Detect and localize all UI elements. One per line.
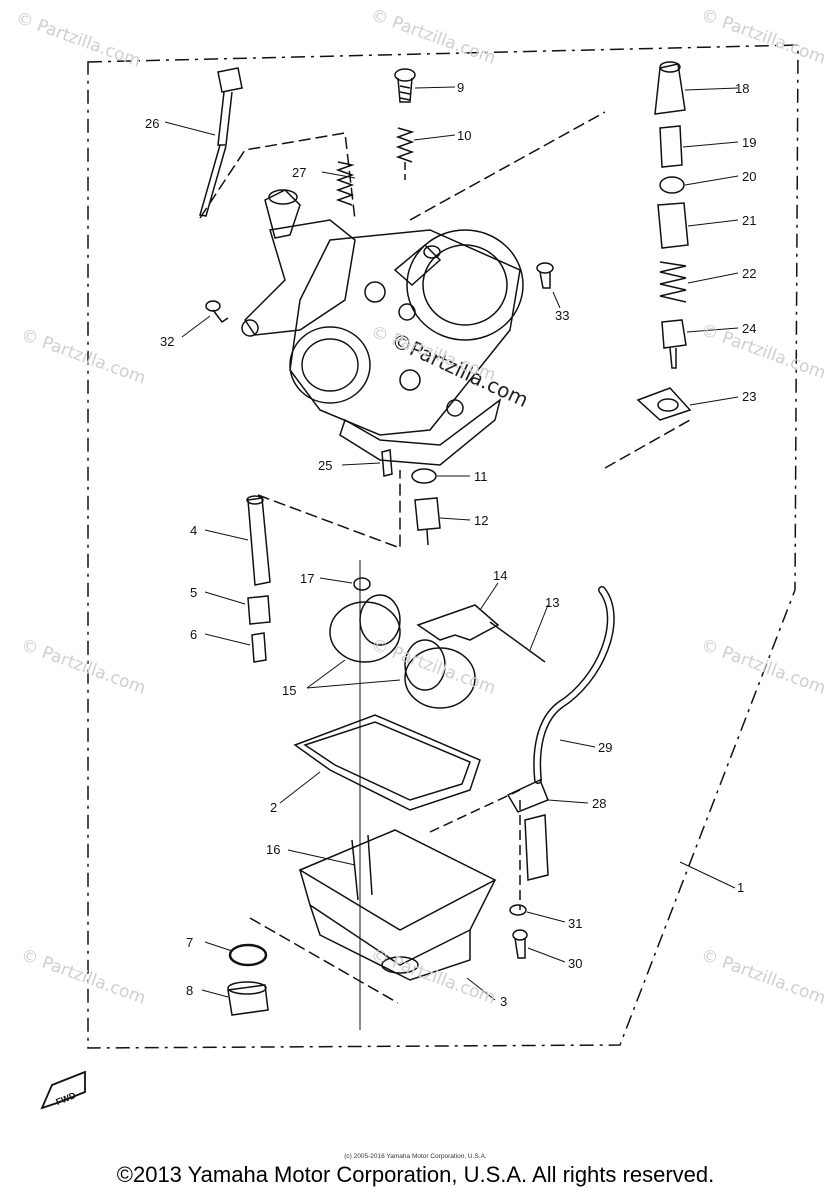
part-20-locknut bbox=[659, 176, 685, 194]
part-12-needle-valve bbox=[414, 497, 441, 546]
part-27-spring bbox=[335, 161, 355, 206]
part-21-body bbox=[657, 202, 689, 249]
part-label-14: 14 bbox=[493, 568, 507, 583]
part-label-28: 28 bbox=[592, 796, 606, 811]
assembly-boundary bbox=[87, 44, 799, 1049]
part-7-oring bbox=[228, 943, 268, 967]
part-17-cap bbox=[353, 577, 371, 591]
guide-line bbox=[429, 789, 521, 833]
part-8-plug bbox=[227, 981, 269, 1016]
part-label-6: 6 bbox=[190, 627, 197, 642]
part-19-nut bbox=[659, 125, 683, 168]
part-label-23: 23 bbox=[742, 389, 756, 404]
part-22-spring bbox=[659, 261, 687, 303]
part-label-7: 7 bbox=[186, 935, 193, 950]
guide-line bbox=[249, 917, 399, 1004]
part-label-22: 22 bbox=[742, 266, 756, 281]
part-label-20: 20 bbox=[742, 169, 756, 184]
part-labels: 18 19 20 21 22 24 23 9 10 26 27 33 32 25… bbox=[54, 80, 756, 1107]
part-label-5: 5 bbox=[190, 585, 197, 600]
part-label-25: 25 bbox=[318, 458, 332, 473]
part-label-17: 17 bbox=[300, 571, 314, 586]
part-label-11: 11 bbox=[474, 469, 488, 484]
part-9-screw bbox=[394, 68, 416, 103]
fwd-arrow-icon bbox=[40, 1070, 86, 1110]
part-label-12: 12 bbox=[474, 513, 488, 528]
part-label-27: 27 bbox=[292, 165, 306, 180]
part-14-arm bbox=[416, 604, 500, 641]
leader-lines bbox=[164, 86, 739, 1001]
part-26-adjuster bbox=[199, 67, 243, 217]
part-13-pin bbox=[489, 621, 546, 663]
part-label-16: 16 bbox=[266, 842, 280, 857]
part-label-33: 33 bbox=[555, 308, 569, 323]
part-33-screw bbox=[536, 262, 554, 289]
part-25-jet bbox=[381, 449, 393, 477]
part-label-4: 4 bbox=[190, 523, 197, 538]
part-23-gasket bbox=[636, 387, 692, 421]
part-18-cap bbox=[654, 61, 686, 115]
part-label-21: 21 bbox=[742, 213, 756, 228]
part-5-jet bbox=[247, 595, 271, 625]
carburetor-exploded-view: 18 19 20 21 22 24 23 9 10 26 27 33 32 25… bbox=[40, 44, 799, 1110]
part-label-30: 30 bbox=[568, 956, 582, 971]
part-28-bracket bbox=[506, 778, 549, 813]
fwd-label: FWD bbox=[54, 1090, 77, 1107]
drain-tube bbox=[524, 814, 549, 881]
carburetor-body bbox=[241, 189, 524, 466]
part-label-32: 32 bbox=[160, 334, 174, 349]
part-label-2: 2 bbox=[270, 800, 277, 815]
part-15-floats bbox=[329, 594, 476, 709]
part-6-jet bbox=[251, 632, 267, 663]
part-label-1: 1 bbox=[737, 880, 744, 895]
part-label-13: 13 bbox=[545, 595, 559, 610]
part-2-gasket bbox=[293, 714, 481, 811]
part-11-oring bbox=[411, 468, 437, 484]
part-24-plunger bbox=[661, 319, 687, 369]
part-label-10: 10 bbox=[457, 128, 471, 143]
part-32-screw bbox=[205, 300, 229, 324]
small-copyright: (c) 2005-2016 Yamaha Motor Corporation, … bbox=[344, 1153, 487, 1160]
part-label-8: 8 bbox=[186, 983, 193, 998]
guide-line bbox=[409, 111, 606, 221]
part-label-19: 19 bbox=[742, 135, 756, 150]
guide-line bbox=[604, 419, 691, 469]
part-label-24: 24 bbox=[742, 321, 756, 336]
part-label-18: 18 bbox=[735, 81, 749, 96]
part-10-spring bbox=[395, 127, 415, 163]
guide-line bbox=[199, 132, 356, 221]
part-3-bowl bbox=[298, 829, 497, 981]
part-30-screw bbox=[512, 929, 528, 959]
part-label-31: 31 bbox=[568, 916, 582, 931]
part-label-29: 29 bbox=[598, 740, 612, 755]
part-4-holder bbox=[246, 495, 271, 586]
guide-line bbox=[257, 470, 401, 550]
part-label-15: 15 bbox=[282, 683, 296, 698]
part-label-9: 9 bbox=[457, 80, 464, 95]
part-label-26: 26 bbox=[145, 116, 159, 131]
part-31-washer bbox=[509, 904, 527, 916]
copyright-footer: ©2013 Yamaha Motor Corporation, U.S.A. A… bbox=[116, 1162, 715, 1187]
part-label-3: 3 bbox=[500, 994, 507, 1009]
